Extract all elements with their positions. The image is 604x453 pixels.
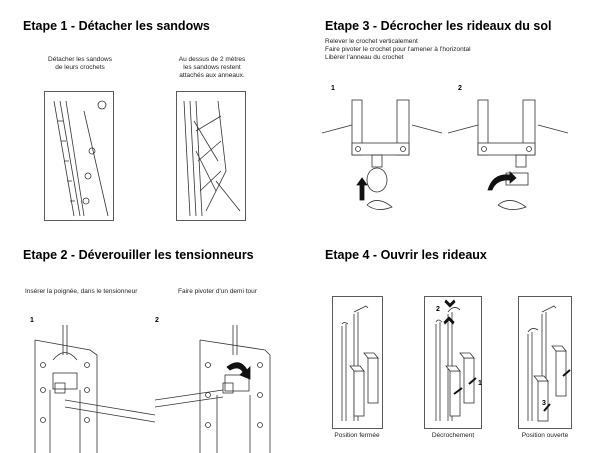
step3-illustration-1 bbox=[322, 99, 442, 210]
step4-mark-1: 1 bbox=[478, 380, 482, 387]
step4-mark-2: 2 bbox=[436, 306, 440, 313]
step4-mark-3: 3 bbox=[542, 400, 546, 407]
step2-caption-1: Insérer la poignée, dans le tensionneur bbox=[25, 288, 138, 295]
step2-illustration-2 bbox=[155, 325, 271, 453]
caption-line: attachés aux anneaux. bbox=[179, 72, 245, 79]
step3-label-2: 2 bbox=[458, 85, 462, 92]
step4-caption-closed: Position fermée bbox=[334, 432, 380, 439]
step2-label-2: 2 bbox=[155, 317, 159, 324]
step2-caption-2: Faire pivoter d'un demi tour bbox=[178, 288, 257, 295]
step4-illustration-open bbox=[518, 296, 572, 429]
step4-illustration-release bbox=[424, 296, 482, 429]
caption-line: Au dessus de 2 mètres bbox=[178, 56, 246, 63]
step4-title: Etape 4 - Ouvrir les rideaux bbox=[325, 248, 487, 262]
caption-line: de leurs crochets bbox=[55, 64, 105, 71]
step4-illustration-closed bbox=[332, 296, 383, 429]
step3-instructions: Relever le crochet verticalement Faire p… bbox=[325, 38, 471, 62]
caption-line: Détacher les sandows bbox=[48, 56, 112, 63]
step1-illustration-rings bbox=[176, 91, 246, 221]
step3-label-1: 1 bbox=[331, 85, 335, 92]
step3-title: Etape 3 - Décrocher les rideaux du sol bbox=[325, 19, 552, 33]
step1-illustration-hooks bbox=[44, 91, 114, 221]
step4-caption-release: Décrochement bbox=[431, 432, 475, 439]
step2-title: Etape 2 - Déverouiller les tensionneurs bbox=[23, 248, 254, 262]
step4-caption-open: Position ouverte bbox=[521, 432, 569, 439]
step2-illustration-1 bbox=[34, 325, 155, 453]
step1-caption-2: Au dessus de 2 mètres les sandows resten… bbox=[170, 56, 254, 80]
step1-title: Etape 1 - Détacher les sandows bbox=[23, 19, 210, 33]
instruction-line: Libérer l'anneau du crochet bbox=[325, 54, 404, 61]
caption-line: les sandows restent bbox=[183, 64, 241, 71]
step2-label-1: 1 bbox=[30, 317, 34, 324]
instruction-line: Faire pivoter le crochet pour l'amener à… bbox=[325, 46, 471, 53]
instruction-line: Relever le crochet verticalement bbox=[325, 38, 418, 45]
step1-caption-1: Détacher les sandows de leurs crochets bbox=[40, 56, 120, 72]
step3-illustration-2 bbox=[448, 99, 568, 210]
